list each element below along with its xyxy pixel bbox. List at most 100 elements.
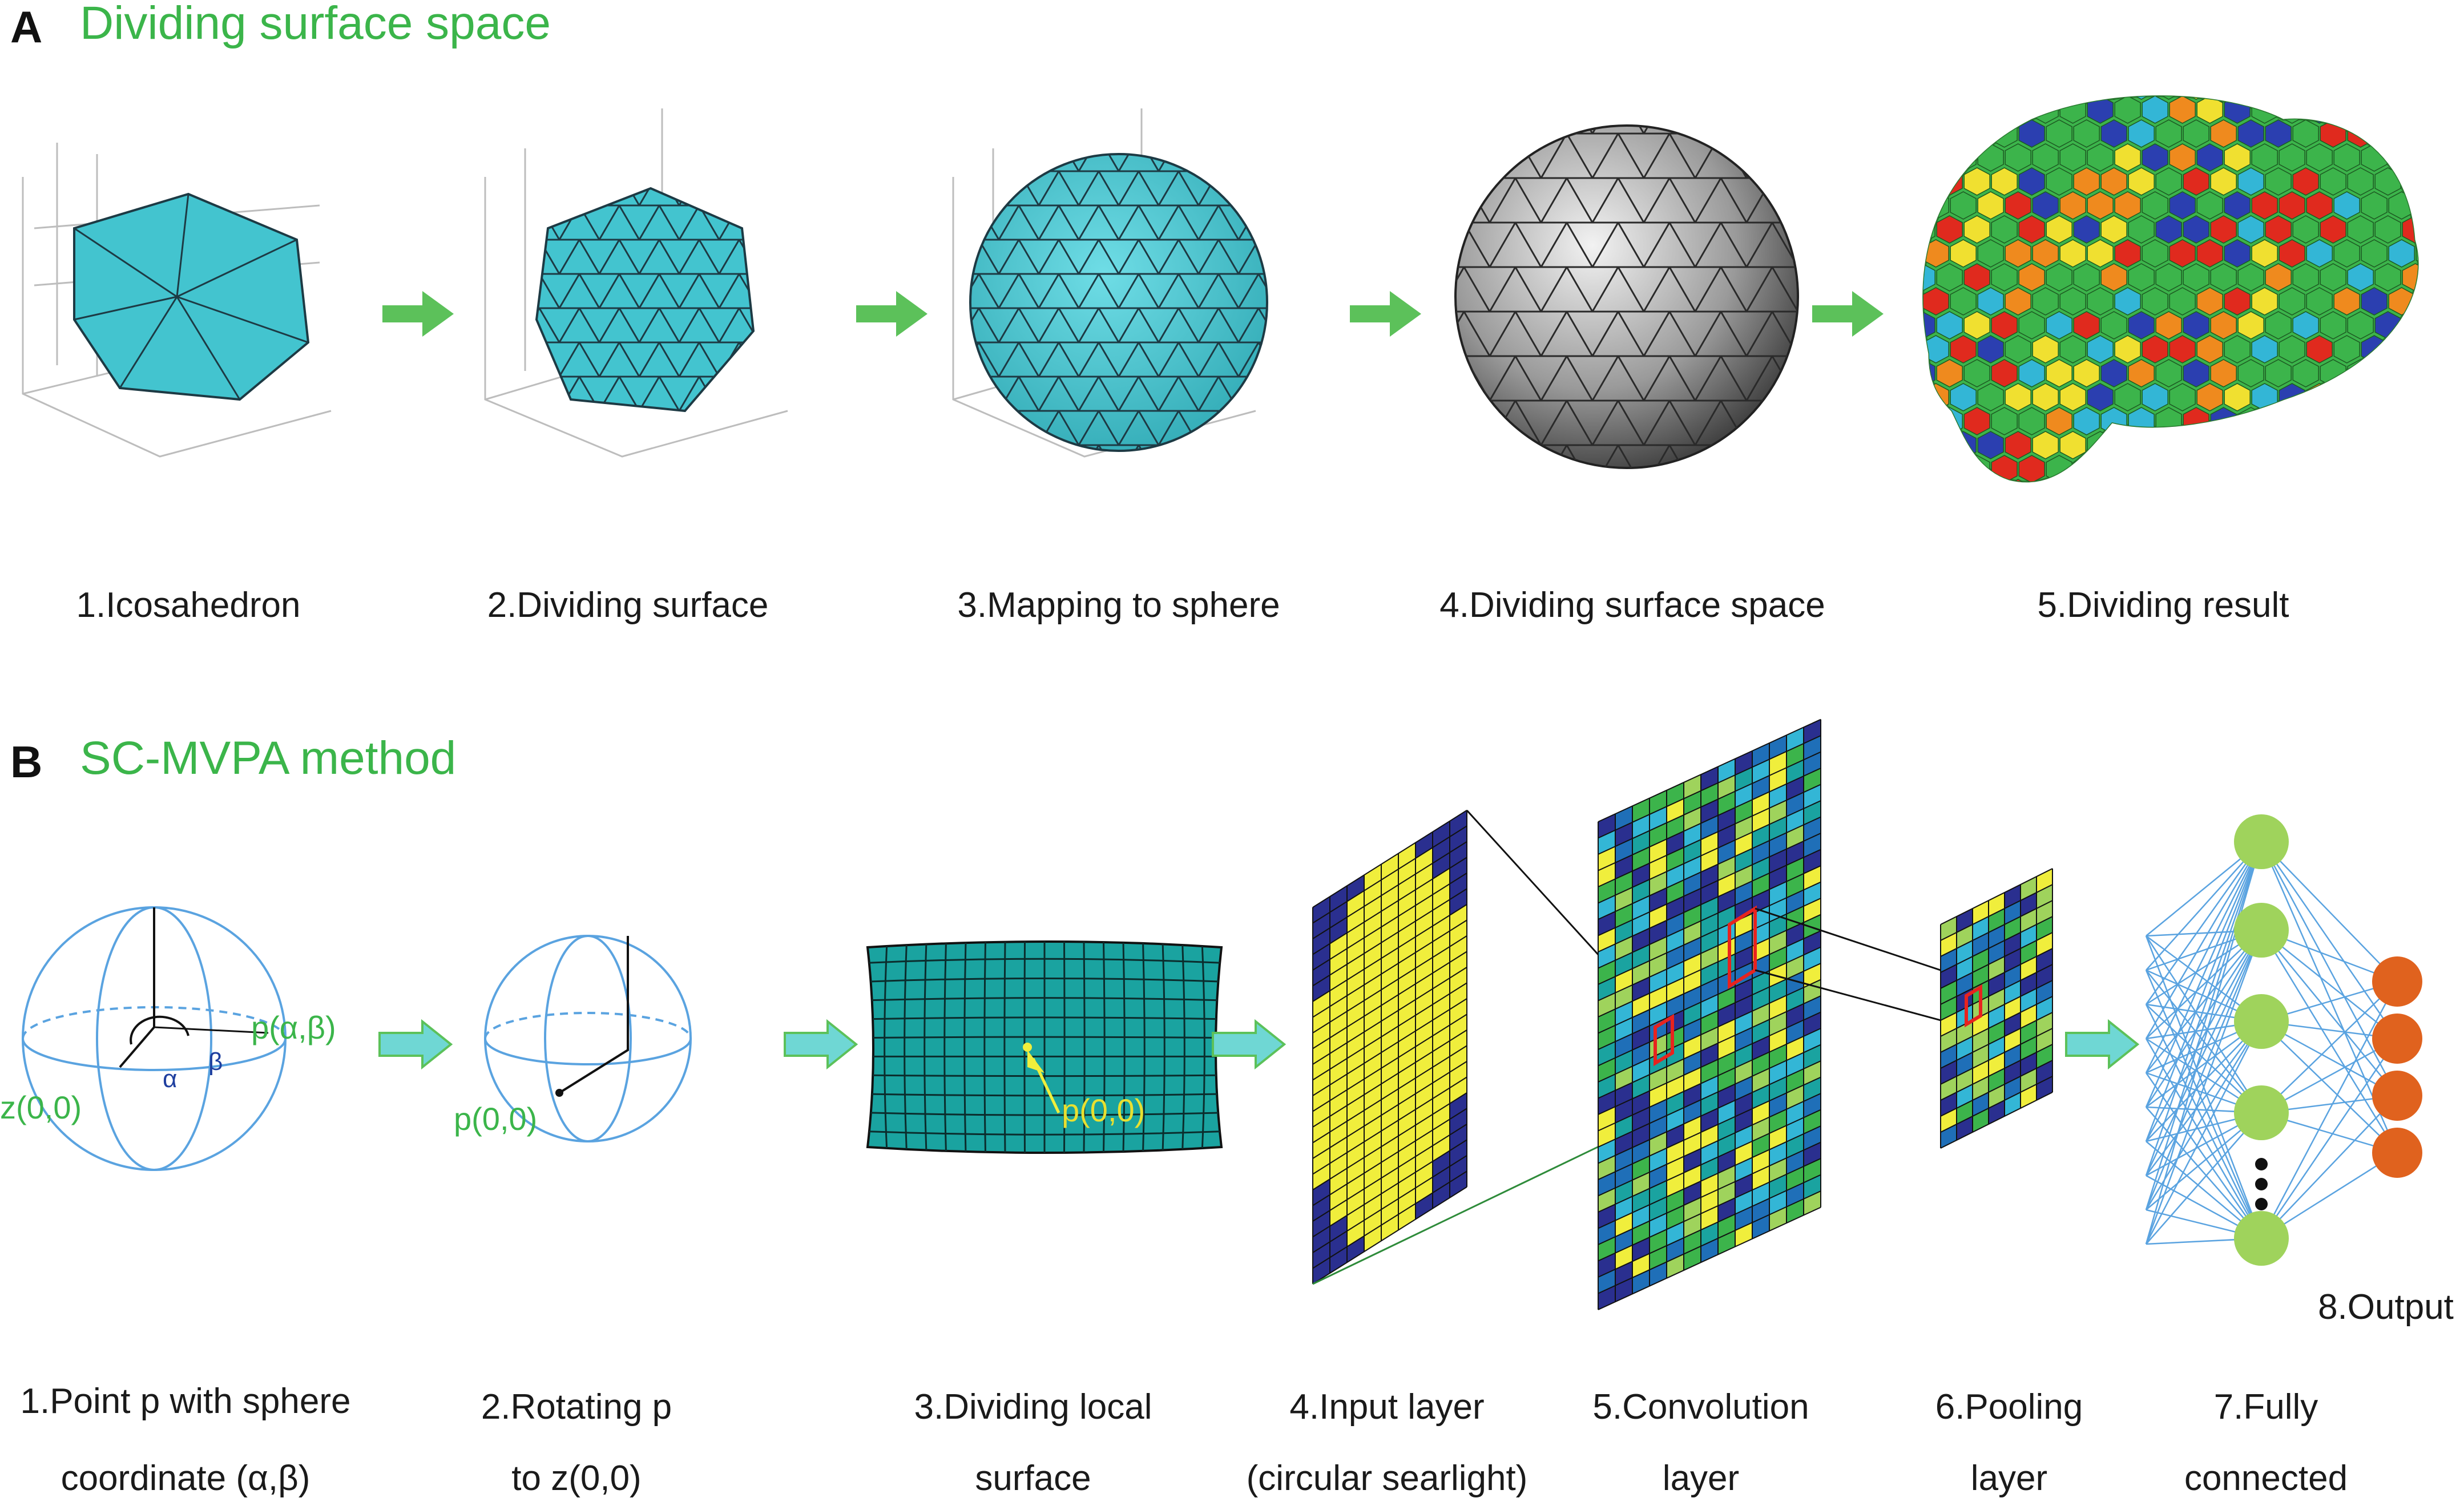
network-edge <box>2145 930 2263 1108</box>
grid-cell <box>1330 1231 1347 1258</box>
grid-cell <box>1347 1079 1364 1106</box>
brain-patch <box>2388 143 2415 172</box>
brain-patch <box>2320 455 2346 482</box>
grid-cell <box>1330 917 1347 944</box>
surface-grid-line <box>868 958 1221 964</box>
grid-cell <box>1313 897 1330 923</box>
grid-cell <box>1347 984 1364 1012</box>
brain-patch <box>2005 191 2031 220</box>
brain-patch <box>2237 215 2264 244</box>
grid-cell <box>1381 963 1398 990</box>
grid-cell <box>1398 1141 1416 1168</box>
grid-cell <box>1364 1115 1381 1142</box>
grid-cell <box>1364 864 1381 891</box>
network-edge <box>2261 930 2398 1039</box>
brain-patch <box>2210 167 2237 196</box>
alpha-symbol: α <box>163 1065 177 1093</box>
brain-patch <box>2046 167 2072 196</box>
brain-patch <box>2128 167 2155 196</box>
grid-line <box>1940 980 2053 1037</box>
grid-line <box>1598 963 1821 1067</box>
fully-connected-network <box>2145 814 2422 1266</box>
brain-patch <box>2059 191 2086 220</box>
grey-sphere-figure <box>1454 124 1799 469</box>
brain-patch <box>1936 263 1963 292</box>
grid-cell <box>1364 942 1381 970</box>
grid-cell <box>1330 1137 1347 1164</box>
grid-cell <box>1450 1140 1467 1166</box>
brain-patch <box>2169 96 2196 124</box>
grid-line <box>1940 884 2053 941</box>
grid-cell <box>1364 1084 1381 1111</box>
grid-cell <box>1347 1047 1364 1075</box>
brain-patch <box>2032 287 2059 316</box>
grid-cell <box>1313 1022 1330 1049</box>
brain-patch <box>2361 287 2388 316</box>
brain-patch <box>2142 143 2168 172</box>
grid-cell <box>1381 947 1398 974</box>
brain-patch <box>1923 96 1935 100</box>
brain-patch <box>2087 143 2114 172</box>
grid-line <box>1312 951 1467 1049</box>
grid-cell <box>1364 974 1381 1001</box>
brain-patch <box>2306 479 2333 482</box>
grid-cell <box>1313 1148 1330 1174</box>
hidden-node <box>2234 814 2289 869</box>
brain-patch <box>1896 288 1921 315</box>
rotated-point-label: p(0,0) <box>454 1101 537 1137</box>
brain-patch <box>1991 167 2018 196</box>
brain-patch <box>2237 119 2264 148</box>
brain-patch <box>2279 191 2305 220</box>
grid-cell <box>1416 1145 1433 1173</box>
brain-patch <box>2361 191 2388 220</box>
grid-cell <box>1313 1226 1330 1253</box>
grid-cell <box>1347 1173 1364 1200</box>
grid-cell <box>1416 1130 1433 1157</box>
network-edge <box>2260 841 2398 1096</box>
brain-patch <box>2347 167 2374 196</box>
brain-patch <box>2306 335 2333 364</box>
brain-patch <box>2005 431 2031 459</box>
brain-patch <box>2155 119 2182 148</box>
brain-patch <box>2114 287 2141 316</box>
brain-patch <box>2100 167 2127 196</box>
grid-line <box>1598 784 1821 887</box>
output-node <box>2372 1071 2422 1121</box>
network-edge <box>2260 981 2398 1239</box>
brain-patch <box>2018 167 2045 196</box>
grid-line <box>1312 919 1467 1018</box>
grid-cell <box>1313 928 1330 955</box>
grid-cell <box>1381 1041 1398 1068</box>
grid-cell <box>1313 943 1330 970</box>
grid-cell <box>1364 1162 1381 1189</box>
network-edge <box>2260 841 2398 1039</box>
brain-patch <box>1923 96 1949 124</box>
brain-patch <box>2224 383 2251 411</box>
brain-patch <box>1963 311 1990 340</box>
brain-patch <box>2196 431 2223 459</box>
hidden-node <box>2234 903 2289 958</box>
brain-patch <box>2196 191 2223 220</box>
grid-cell <box>1433 1056 1450 1083</box>
brain-patch <box>2100 215 2127 244</box>
grid-cell <box>1416 863 1433 890</box>
grid-line <box>1598 1190 1821 1294</box>
grid-cell <box>1347 875 1364 902</box>
grid-line <box>1312 1170 1467 1269</box>
grid-cell <box>1330 1215 1347 1242</box>
grid-cell <box>1364 1099 1381 1126</box>
brain-patch <box>2169 239 2196 268</box>
brain-patch <box>2292 167 2319 196</box>
grid-cell <box>1347 1000 1364 1027</box>
grid-line <box>1312 1139 1467 1238</box>
output-label: 8.Output <box>2318 1287 2454 1327</box>
grid-cell <box>1450 904 1467 931</box>
brain-patch <box>2388 479 2415 482</box>
grid-cell <box>1416 988 1433 1016</box>
surface-grid-line <box>1201 942 1205 1153</box>
brain-patch <box>2155 167 2182 196</box>
grid-line <box>1312 1155 1467 1253</box>
brain-patch <box>2059 143 2086 172</box>
brain-patch <box>2415 143 2418 172</box>
brain-patch <box>2237 311 2264 340</box>
